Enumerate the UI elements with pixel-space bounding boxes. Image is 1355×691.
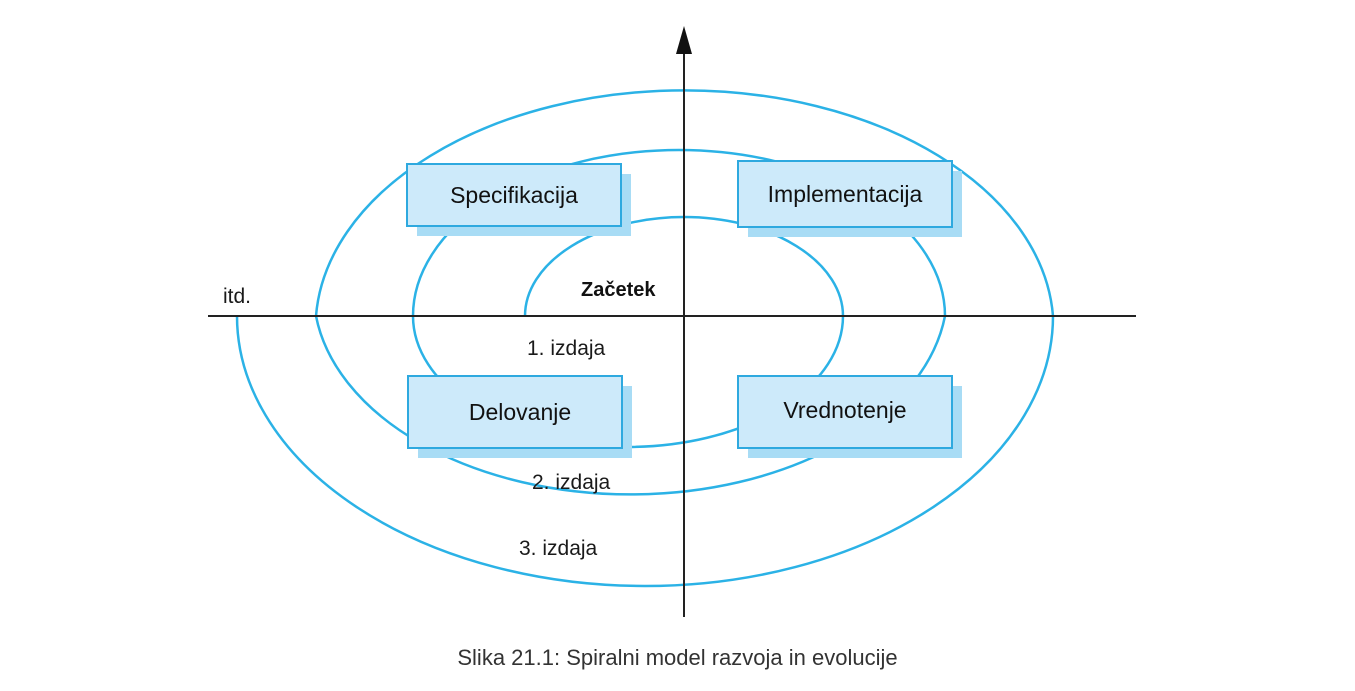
phase-box-implementation: Implementacija [737,160,962,237]
spiral-loop-2 [314,89,1055,496]
phase-box-specification: Specifikacija [406,163,631,236]
release-label-1: 1. izdaja [527,337,606,360]
phase-label-operation: Delovanje [469,399,571,425]
etc-label: itd. [223,285,251,308]
axes [208,26,1136,617]
phase-label-implementation: Implementacija [768,181,923,207]
start-label: Začetek [581,279,656,301]
release-label-3: 3. izdaja [519,537,598,560]
box-body [407,375,623,449]
spiral-loop-3 [235,315,1055,588]
box-body [406,163,622,227]
release-label-2: 2. izdaja [532,471,611,494]
figure-caption: Slika 21.1: Spiralni model razvoja in ev… [457,645,898,670]
box-body [737,160,953,228]
phase-label-evaluation: Vrednotenje [783,397,906,423]
phase-box-evaluation: Vrednotenje [737,375,962,458]
phase-label-specification: Specifikacija [450,182,578,208]
arrow-up-icon [676,26,692,54]
phase-box-operation: Delovanje [407,375,632,458]
box-body [737,375,953,449]
